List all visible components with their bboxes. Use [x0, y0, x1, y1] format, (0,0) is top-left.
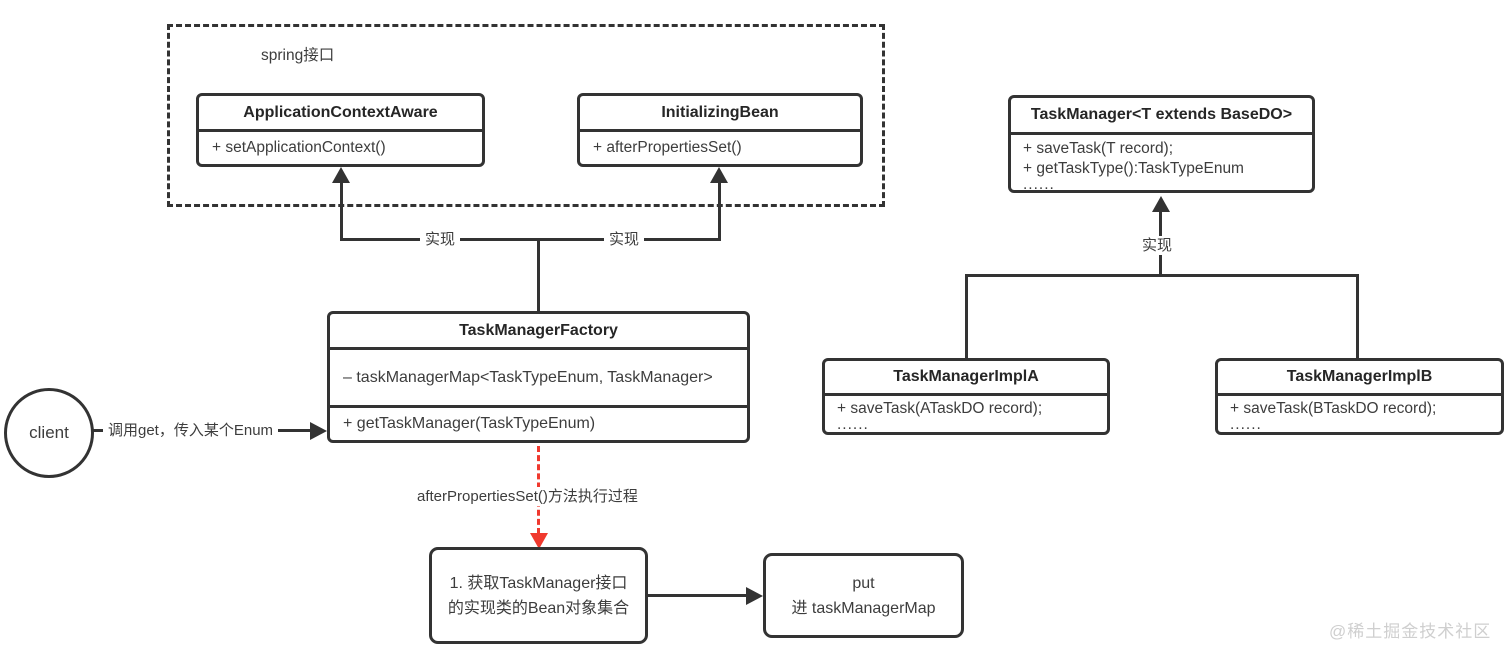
- class-initializing-bean: InitializingBean + afterPropertiesSet(): [577, 93, 863, 167]
- flow-arrowhead-icon: [746, 587, 763, 605]
- class-ellipsis: ......: [1023, 176, 1055, 193]
- flow-step-2-line-1: put: [852, 574, 875, 592]
- factory-stem-line: [537, 238, 540, 311]
- flow-step-2-box: put 进 taskManagerMap: [763, 553, 964, 638]
- flow-arrow-line: [648, 594, 748, 597]
- class-title: TaskManagerFactory: [330, 314, 747, 350]
- impl-a-drop-line: [965, 274, 968, 358]
- class-task-manager-factory: TaskManagerFactory – taskManagerMap<Task…: [327, 311, 750, 443]
- class-title: InitializingBean: [580, 96, 860, 132]
- realization-left-label: 实现: [420, 230, 461, 249]
- impl-b-drop-line: [1356, 274, 1359, 358]
- class-method: + getTaskManager(TaskTypeEnum): [343, 415, 596, 432]
- client-actor: client: [4, 388, 94, 478]
- realization-left-line: [340, 181, 343, 241]
- impl-branch-line: [965, 274, 1359, 277]
- flow-step-1-line-1: 1. 获取TaskManager接口: [449, 574, 628, 592]
- class-method: + saveTask(T record);: [1023, 140, 1174, 157]
- spring-interfaces-group: [167, 24, 885, 207]
- flow-step-2-line-2: 进 taskManagerMap: [791, 599, 936, 617]
- class-application-context-aware: ApplicationContextAware + setApplication…: [196, 93, 485, 167]
- client-call-label: 调用get，传入某个Enum: [103, 421, 279, 440]
- class-method: + saveTask(ATaskDO record);: [837, 400, 1043, 417]
- realization-left-arrowhead-icon: [332, 167, 350, 183]
- class-attribute: – taskManagerMap<TaskTypeEnum, TaskManag…: [330, 350, 747, 408]
- class-task-manager-impl-a: TaskManagerImplA + saveTask(ATaskDO reco…: [822, 358, 1110, 435]
- realization-right-label: 实现: [604, 230, 645, 249]
- taskmanager-arrowhead-icon: [1152, 196, 1170, 212]
- realization-right-arrowhead-icon: [710, 167, 728, 183]
- flow-step-1-box: 1. 获取TaskManager接口 的实现类的Bean对象集合: [429, 547, 648, 644]
- after-properties-label: afterPropertiesSet()方法执行过程: [412, 487, 643, 506]
- class-method: + getTaskType():TaskTypeEnum: [1023, 160, 1244, 177]
- class-task-manager-impl-b: TaskManagerImplB + saveTask(BTaskDO reco…: [1215, 358, 1504, 435]
- class-method: + saveTask(BTaskDO record);: [1230, 400, 1437, 417]
- spring-group-label: spring接口: [261, 47, 335, 64]
- after-properties-arrowhead-icon: [530, 533, 548, 549]
- realization-branch-line: [340, 238, 721, 241]
- class-ellipsis: ......: [837, 416, 869, 433]
- class-ellipsis: ......: [1230, 416, 1262, 433]
- class-task-manager: TaskManager<T extends BaseDO> + saveTask…: [1008, 95, 1315, 193]
- client-actor-label: client: [29, 423, 69, 442]
- taskmanager-realize-label: 实现: [1137, 236, 1178, 255]
- client-call-arrowhead-icon: [310, 422, 327, 440]
- class-title: TaskManagerImplA: [825, 361, 1107, 396]
- class-title: ApplicationContextAware: [199, 96, 482, 132]
- class-method: + afterPropertiesSet(): [593, 139, 742, 156]
- flow-step-1-line-2: 的实现类的Bean对象集合: [447, 599, 630, 617]
- class-method: + setApplicationContext(): [212, 139, 386, 156]
- realization-right-line: [718, 181, 721, 241]
- watermark-text: @稀土掘金技术社区: [1329, 622, 1492, 641]
- class-title: TaskManager<T extends BaseDO>: [1011, 98, 1312, 135]
- class-title: TaskManagerImplB: [1218, 361, 1501, 396]
